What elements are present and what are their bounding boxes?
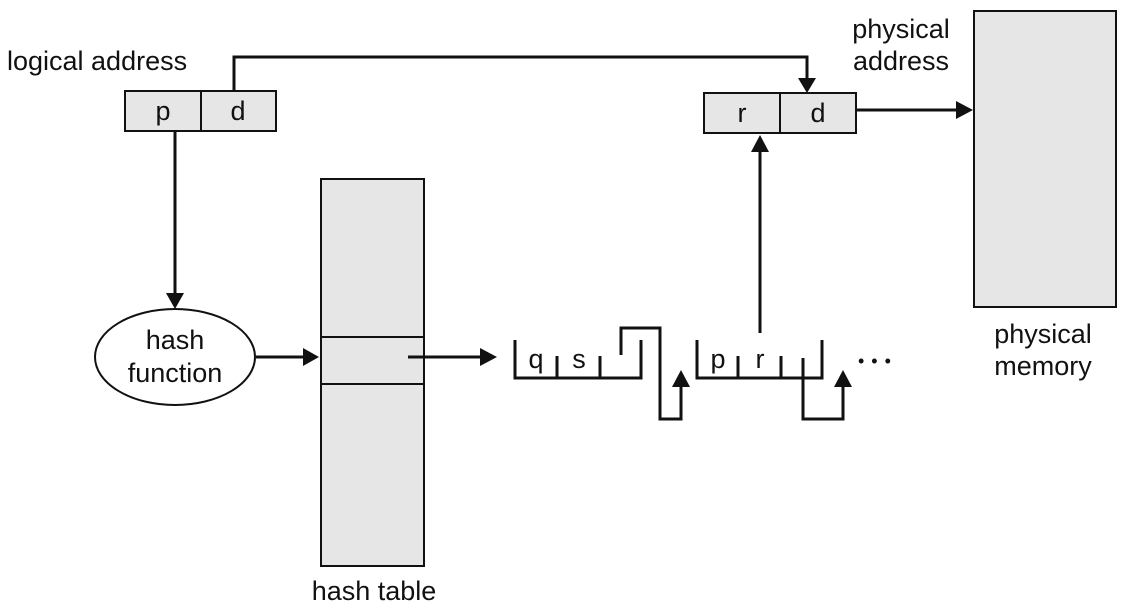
physical-address-label-line2: address (853, 46, 949, 76)
physical-frame-field: r (738, 98, 747, 128)
chain-entry-1-field-s: s (572, 344, 586, 374)
logical-offset-field: d (230, 96, 245, 126)
physical-offset-field-box (779, 92, 857, 134)
physical-memory: physical memory (973, 10, 1117, 381)
chain-pointer-1 (619, 326, 690, 421)
hash-function-line2: function (128, 358, 223, 388)
chain-entry-1-field-q: q (528, 344, 543, 374)
logical-address-label: logical address (7, 46, 187, 76)
physical-offset-field: d (810, 98, 825, 128)
logical-page-field-box (124, 90, 202, 132)
physical-memory-label-line2: memory (994, 351, 1092, 381)
chain-ellipsis: • • • (858, 351, 892, 371)
chain-entry-2: p r (695, 340, 824, 380)
physical-memory-label-line1: physical (994, 319, 1092, 349)
hash-table: hash table (312, 178, 437, 606)
hash-function: hash function (94, 308, 256, 406)
slot-to-chain-arrow (408, 348, 497, 366)
logical-offset-field-box (200, 90, 277, 132)
logical-address: logical address p d (7, 46, 277, 132)
physical-memory-box (973, 10, 1117, 308)
hash-to-table-arrow (256, 348, 319, 366)
hash-function-ellipse (94, 308, 256, 406)
logical-page-field: p (155, 96, 170, 126)
offset-copy-arrow (232, 55, 816, 93)
hash-function-line1: hash (146, 325, 205, 355)
hash-table-label: hash table (312, 576, 437, 606)
chain-entry-2-field-p: p (710, 344, 725, 374)
chain-entry-1: q s (513, 340, 643, 380)
physical-address: physical address r d (703, 14, 950, 134)
hash-table-body (320, 178, 425, 567)
page-to-hash-arrow (166, 131, 184, 309)
physical-to-memory-arrow (856, 101, 973, 119)
chain-entry-2-field-r: r (756, 344, 765, 374)
physical-address-label-line1: physical (852, 14, 950, 44)
chain-pointer-2 (801, 358, 852, 421)
frame-to-physical-arrow (751, 135, 769, 333)
